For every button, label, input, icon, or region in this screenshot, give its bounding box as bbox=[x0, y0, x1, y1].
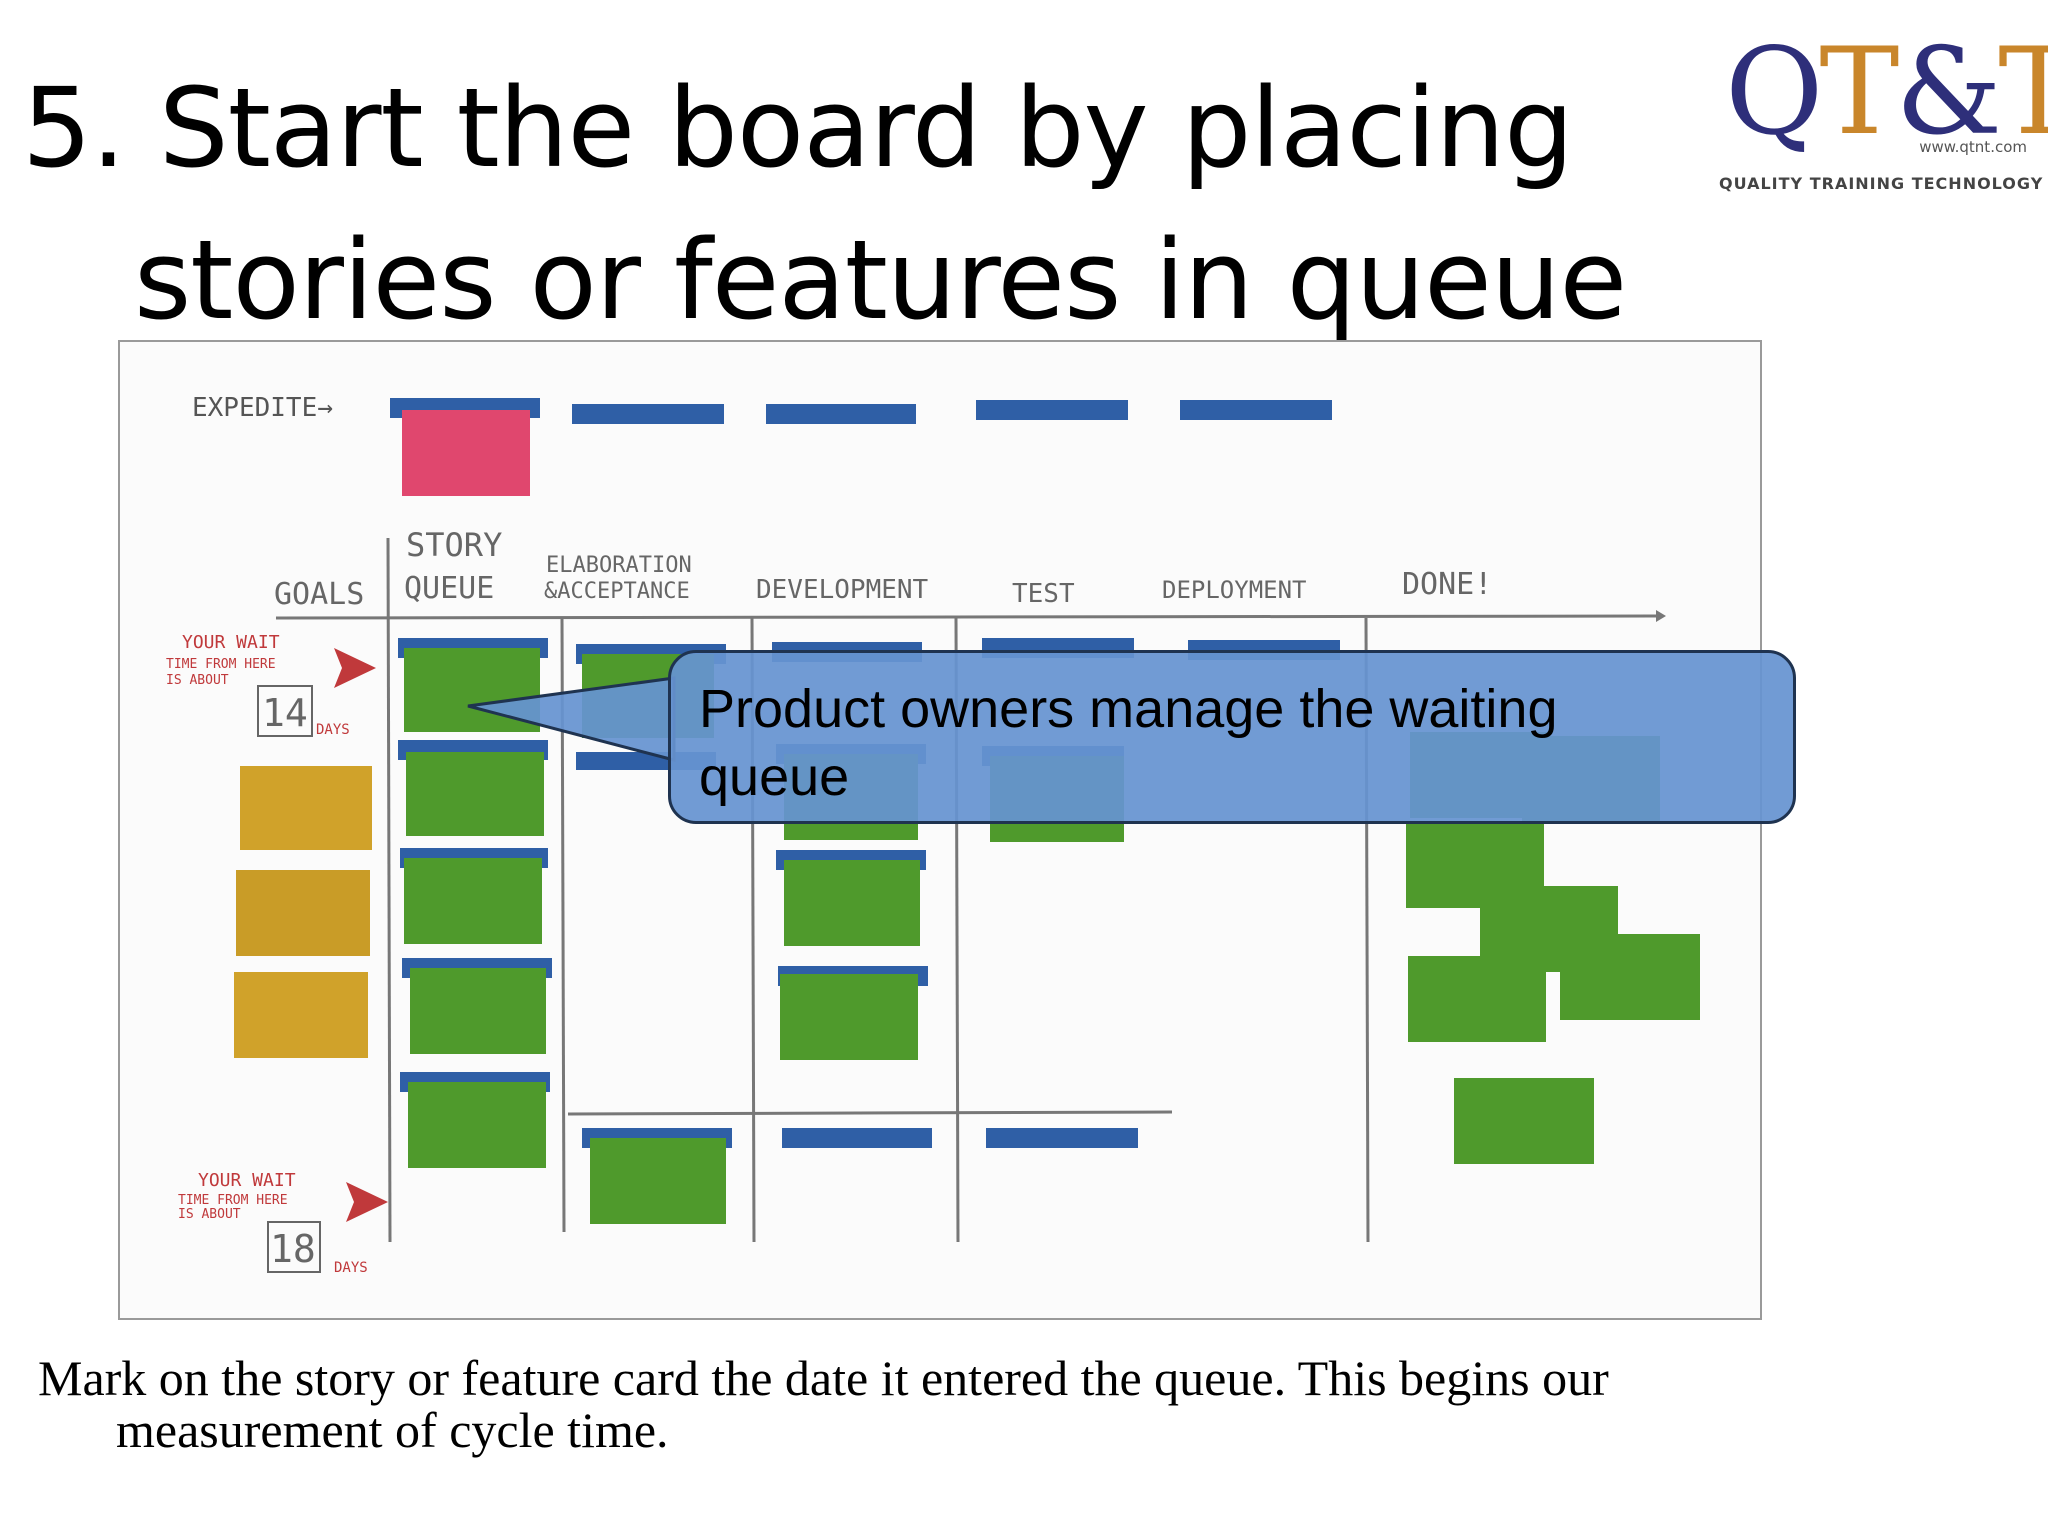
slide-title: 5. Start the board by placing stories or… bbox=[22, 52, 1642, 356]
story-card-5 bbox=[408, 1082, 546, 1168]
svg-text:YOUR WAIT: YOUR WAIT bbox=[182, 632, 280, 653]
column-queue: QUEUE bbox=[404, 571, 494, 606]
logo-q: Q bbox=[1725, 23, 1823, 162]
column-acceptance: &ACCEPTANCE bbox=[544, 579, 690, 604]
wait-days-top: 14 bbox=[262, 691, 308, 735]
callout-line-2: queue bbox=[699, 747, 850, 807]
callout-box: Product owners manage the waiting queue bbox=[668, 650, 1796, 824]
logo-t2: T bbox=[1998, 23, 2048, 162]
expedite-lane-3 bbox=[766, 404, 916, 424]
column-story: STORY bbox=[406, 526, 502, 564]
story-card-4 bbox=[410, 968, 546, 1054]
svg-text:IS ABOUT: IS ABOUT bbox=[178, 1207, 241, 1222]
svg-text:TIME FROM HERE: TIME FROM HERE bbox=[166, 657, 276, 672]
title-line-1: 5. Start the board by placing bbox=[22, 64, 1574, 192]
development-card-3 bbox=[780, 974, 918, 1060]
done-card-7 bbox=[1454, 1078, 1594, 1164]
column-test: TEST bbox=[1012, 579, 1075, 609]
done-card-5 bbox=[1408, 956, 1546, 1042]
logo-tagline: QUALITY TRAINING TECHNOLOGY bbox=[1719, 174, 2044, 193]
wait-unit-top: DAYS bbox=[316, 722, 350, 738]
company-logo: QT&T www.qtnt.com QUALITY TRAINING TECHN… bbox=[1715, 28, 2048, 208]
column-elaboration: ELABORATION bbox=[546, 553, 692, 578]
column-done: DONE! bbox=[1402, 567, 1492, 602]
title-line-2: stories or features in queue bbox=[134, 216, 1627, 344]
logo-wordmark: QT&T bbox=[1725, 28, 2048, 158]
wait-arrow-bottom bbox=[346, 1182, 388, 1222]
expedite-card bbox=[402, 410, 530, 496]
goal-card-1 bbox=[240, 766, 372, 850]
done-card-6 bbox=[1560, 934, 1700, 1020]
caption-line-2: measurement of cycle time. bbox=[116, 1402, 669, 1458]
wait-arrow-top bbox=[334, 648, 376, 688]
elaboration-card-2 bbox=[590, 1138, 726, 1224]
svg-text:TIME FROM HERE: TIME FROM HERE bbox=[178, 1193, 288, 1208]
logo-t1: T bbox=[1819, 23, 1899, 162]
expedite-lane-4 bbox=[976, 400, 1128, 420]
column-goals: GOALS bbox=[274, 577, 364, 612]
expedite-label: EXPEDITE→ bbox=[192, 393, 333, 423]
slide-caption: Mark on the story or feature card the da… bbox=[38, 1352, 1998, 1456]
column-development: DEVELOPMENT bbox=[756, 575, 929, 605]
story-card-2 bbox=[406, 752, 544, 836]
wait-note-bottom: YOUR WAIT TIME FROM HERE IS ABOUT bbox=[178, 1170, 296, 1222]
goal-card-3 bbox=[234, 972, 368, 1058]
caption-line-1: Mark on the story or feature card the da… bbox=[38, 1350, 1609, 1406]
logo-amp: & bbox=[1895, 23, 2002, 162]
logo-url: www.qtnt.com bbox=[1919, 138, 2027, 156]
svg-text:IS ABOUT: IS ABOUT bbox=[166, 673, 229, 688]
expedite-lane-5 bbox=[1180, 400, 1332, 420]
development-card-2 bbox=[784, 860, 920, 946]
goal-card-2 bbox=[236, 870, 370, 956]
wait-note-top: YOUR WAIT TIME FROM HERE IS ABOUT bbox=[166, 632, 280, 688]
story-card-3 bbox=[404, 858, 542, 944]
wait-unit-bottom: DAYS bbox=[334, 1260, 368, 1276]
wait-days-bottom: 18 bbox=[270, 1227, 316, 1271]
svg-text:YOUR WAIT: YOUR WAIT bbox=[198, 1170, 296, 1191]
column-deployment: DEPLOYMENT bbox=[1162, 576, 1307, 604]
expedite-lane-2 bbox=[572, 404, 724, 424]
callout-line-1: Product owners manage the waiting bbox=[699, 679, 1558, 739]
